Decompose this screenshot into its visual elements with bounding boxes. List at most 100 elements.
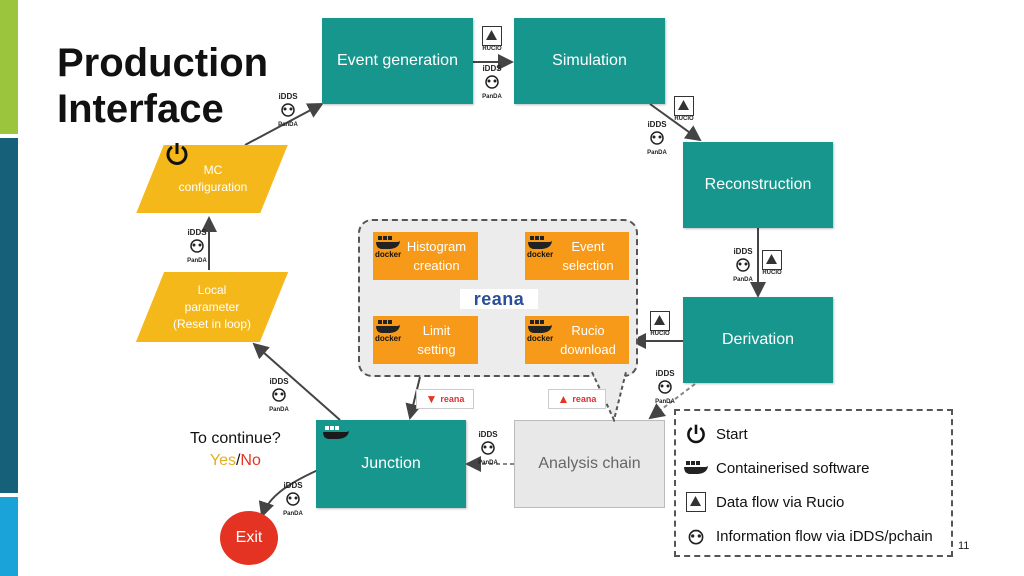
legend-rucio: Data flow via Rucio <box>682 485 945 519</box>
idds-label: iDDS <box>283 481 303 490</box>
panda-label: PanDA <box>478 460 498 466</box>
idds-label: iDDS <box>187 228 207 237</box>
node-local-parameter-text: Local parameter (Reset in loop) <box>150 282 274 333</box>
idds-label: iDDS <box>278 92 298 101</box>
node-event-generation: Event generation <box>322 18 473 104</box>
panda-label: PanDA <box>655 399 675 405</box>
panda-label: PanDA <box>187 258 207 264</box>
event-sel-line-1: Event <box>571 239 605 254</box>
docker-icon: docker <box>375 236 401 259</box>
node-derivation: Derivation <box>683 297 833 383</box>
rucio-label: RUCIO <box>762 270 782 276</box>
rucio-dl-line-1: Rucio <box>571 323 605 338</box>
idds-panda-icon: iDDS PanDA <box>647 120 667 156</box>
continue-slash: / <box>235 452 241 469</box>
reana-logo: reana <box>460 289 538 309</box>
arrow-mc-evgen <box>244 103 324 146</box>
docker-icon: docker <box>375 320 401 343</box>
idds-panda-icon: iDDS PanDA <box>278 92 298 128</box>
junction-docker-icon <box>322 424 350 449</box>
node-analysis-chain: Analysis chain <box>514 420 665 508</box>
limit-line-1: Limit <box>422 323 451 338</box>
title-line-2: Interface <box>57 87 224 131</box>
rucio-icon: RUCIO <box>650 311 670 337</box>
power-icon <box>165 141 189 172</box>
arrow-sim-reco <box>649 103 702 142</box>
idds-panda-icon: iDDS PanDA <box>482 64 502 100</box>
histogram-line-1: Histogram <box>406 239 467 254</box>
local-param-line-1: Local <box>197 283 227 297</box>
node-analysis-chain-label: Analysis chain <box>538 455 641 472</box>
idds-panda-icon: iDDS PanDA <box>655 369 675 405</box>
docker-icon-label: docker <box>375 334 402 343</box>
legend-container-label: Containerised software <box>716 459 870 477</box>
legend-box: Start Containerised software Data flow v… <box>674 409 953 557</box>
panda-label: PanDA <box>733 277 753 283</box>
reana-badge-left: ▼reana <box>416 389 474 409</box>
node-derivation-label: Derivation <box>721 331 795 348</box>
rucio-label: RUCIO <box>482 46 502 52</box>
event-sel-line-2: selection <box>562 258 614 273</box>
legend-start-label: Start <box>716 425 748 443</box>
legend-rucio-label: Data flow via Rucio <box>716 493 845 511</box>
accent-bar-blue <box>0 497 18 576</box>
idds-label: iDDS <box>482 64 502 73</box>
panda-label: PanDA <box>278 122 298 128</box>
docker-icon-label: docker <box>527 250 554 259</box>
idds-label: iDDS <box>478 430 498 439</box>
idds-panda-icon: iDDS PanDA <box>283 481 303 517</box>
node-reconstruction: Reconstruction <box>683 142 833 228</box>
rucio-label: RUCIO <box>650 331 670 337</box>
idds-panda-icon <box>682 527 710 545</box>
node-simulation: Simulation <box>514 18 665 104</box>
docker-icon-label: docker <box>375 250 402 259</box>
continue-no: No <box>240 452 261 469</box>
continue-question: To continue? Yes/No <box>190 428 281 472</box>
continue-question-text: To continue? <box>190 430 281 447</box>
node-event-generation-label: Event generation <box>337 52 458 69</box>
docker-icon <box>682 460 710 476</box>
continue-options: Yes/No <box>190 450 281 472</box>
mc-config-line-1: MC <box>203 163 223 177</box>
docker-icon: docker <box>527 320 553 343</box>
mc-config-line-2: configuration <box>178 180 248 194</box>
panda-label: PanDA <box>269 407 289 413</box>
power-icon <box>682 423 710 445</box>
accent-bar-teal <box>0 138 18 493</box>
idds-label: iDDS <box>269 377 289 386</box>
arrow-reana-junction <box>405 376 422 420</box>
idds-label: iDDS <box>647 120 667 129</box>
histogram-line-2: creation <box>413 258 460 273</box>
rucio-label: RUCIO <box>674 116 694 122</box>
accent-bar-green <box>0 0 18 134</box>
legend-idds-label: Information flow via iDDS/pchain <box>716 527 933 545</box>
arrow-junction-local <box>252 342 341 421</box>
reana-badge-right: ▲reana <box>548 389 606 409</box>
rucio-icon: RUCIO <box>762 250 782 276</box>
reana-logo-text: reana <box>473 288 525 309</box>
page-title: Production Interface <box>57 40 268 132</box>
idds-label: iDDS <box>733 247 753 256</box>
node-reconstruction-label: Reconstruction <box>704 176 812 193</box>
panda-label: PanDA <box>647 150 667 156</box>
rucio-icon: RUCIO <box>482 26 502 52</box>
arrow-junction-exit <box>258 469 319 518</box>
idds-panda-icon: iDDS PanDA <box>478 430 498 466</box>
page-number: 11 <box>958 540 970 552</box>
docker-icon: docker <box>527 236 553 259</box>
rucio-dl-line-2: download <box>560 342 616 357</box>
legend-idds: Information flow via iDDS/pchain <box>682 519 945 553</box>
legend-start: Start <box>682 417 945 451</box>
local-param-line-2: parameter <box>184 300 240 314</box>
node-exit-label: Exit <box>235 529 263 546</box>
title-line-1: Production <box>57 41 269 85</box>
idds-label: iDDS <box>655 369 675 378</box>
idds-panda-icon: iDDS PanDA <box>733 247 753 283</box>
idds-panda-icon: iDDS PanDA <box>269 377 289 413</box>
panda-label: PanDA <box>482 94 502 100</box>
idds-panda-icon: iDDS PanDA <box>187 228 207 264</box>
docker-icon-label: docker <box>527 334 554 343</box>
legend-container: Containerised software <box>682 451 945 485</box>
limit-line-2: setting <box>417 342 456 357</box>
continue-yes: Yes <box>209 452 236 469</box>
